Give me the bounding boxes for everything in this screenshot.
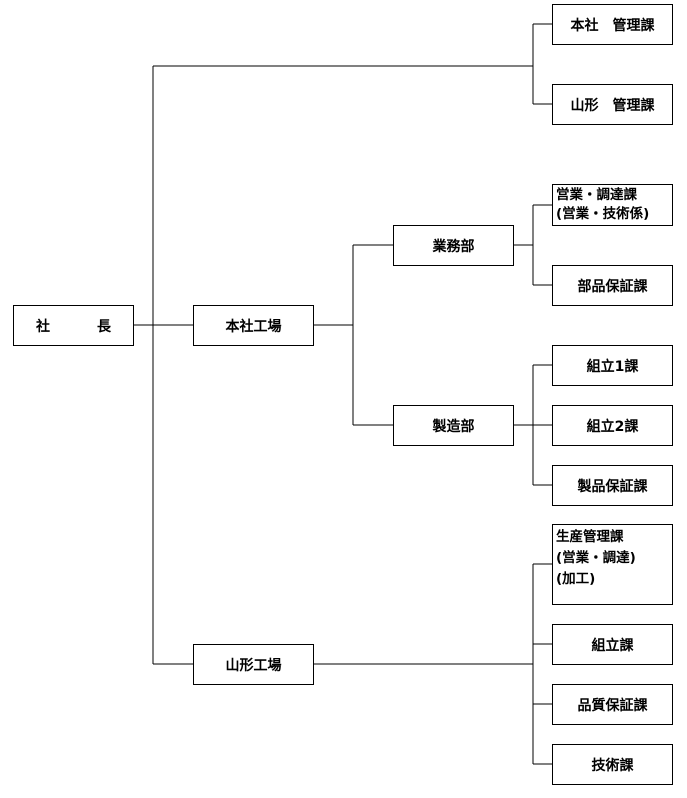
eigyo-line-2: (営業・技術係) bbox=[556, 206, 650, 222]
seisan-line-3: (加工) bbox=[556, 571, 596, 587]
hinshitsu-box: 品質保証課 bbox=[552, 684, 673, 725]
dept-bracket bbox=[352, 244, 393, 426]
yamagata-bracket bbox=[532, 563, 553, 765]
honsha-factory-box: 本社工場 bbox=[193, 305, 314, 346]
eigyo-line-1: 営業・調達課 bbox=[556, 187, 637, 203]
honsha-kanri-box: 本社 管理課 bbox=[552, 4, 673, 45]
gijutsu-box: 技術課 bbox=[552, 744, 673, 785]
president-char1: 社 bbox=[36, 318, 50, 335]
kumitate-box: 組立課 bbox=[552, 624, 673, 665]
seihin-box: 製品保証課 bbox=[552, 465, 673, 506]
seisan-line-1: 生産管理課 bbox=[556, 529, 624, 545]
honsha-kanri-bracket bbox=[532, 23, 553, 105]
seisan-box: 生産管理課 (営業・調達) (加工) bbox=[552, 524, 673, 605]
gyomu-bracket bbox=[532, 204, 553, 286]
kumitate2-box: 組立2課 bbox=[552, 405, 673, 446]
kumitate1-box: 組立1課 bbox=[552, 345, 673, 386]
president-char2: 長 bbox=[97, 318, 111, 335]
seisan-line-2: (営業・調達) bbox=[556, 550, 636, 566]
yamagata-kanri-box: 山形 管理課 bbox=[552, 84, 673, 125]
president-box: 社 長 bbox=[13, 305, 134, 346]
seizo-bracket bbox=[532, 364, 553, 486]
buhin-box: 部品保証課 bbox=[552, 265, 673, 306]
eigyo-box: 営業・調達課 (営業・技術係) bbox=[552, 184, 673, 226]
gyomu-box: 業務部 bbox=[393, 225, 514, 266]
seizo-box: 製造部 bbox=[393, 405, 514, 446]
yamagata-factory-box: 山形工場 bbox=[193, 644, 314, 685]
